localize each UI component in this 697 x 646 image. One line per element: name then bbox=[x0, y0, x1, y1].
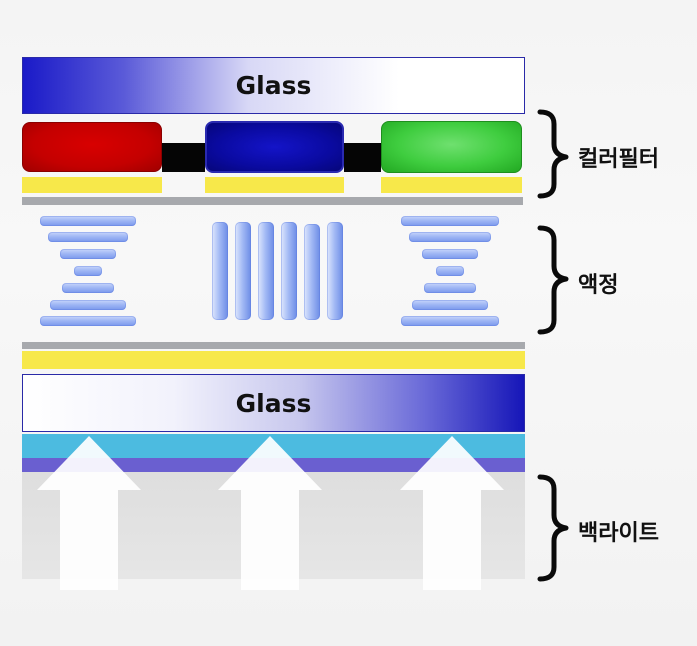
yellow-layer bbox=[205, 177, 344, 193]
light-arrow-icon bbox=[400, 436, 504, 590]
glass-top: Glass bbox=[22, 57, 525, 114]
bracket-color-filter-icon bbox=[537, 109, 569, 199]
alignment-layer-bottom bbox=[22, 342, 525, 349]
black-matrix bbox=[162, 143, 205, 172]
label-backlight: 백라이트 bbox=[578, 521, 659, 546]
yellow-layer bbox=[22, 351, 525, 369]
black-matrix bbox=[344, 143, 381, 172]
light-arrow-icon bbox=[218, 436, 322, 590]
color-filter-red bbox=[22, 122, 162, 172]
yellow-layer bbox=[381, 177, 522, 193]
yellow-layer bbox=[22, 177, 162, 193]
label-liquid-crystal: 액정 bbox=[578, 273, 619, 298]
color-filter-blue bbox=[205, 121, 344, 173]
label-color-filter: 컬러필터 bbox=[578, 147, 659, 172]
bracket-backlight-icon bbox=[537, 474, 569, 582]
color-filter-green bbox=[381, 121, 522, 173]
alignment-layer-top bbox=[22, 197, 523, 205]
light-arrow-icon bbox=[37, 436, 141, 590]
bracket-liquid-crystal-icon bbox=[537, 225, 569, 335]
glass-bottom: Glass bbox=[22, 374, 525, 432]
